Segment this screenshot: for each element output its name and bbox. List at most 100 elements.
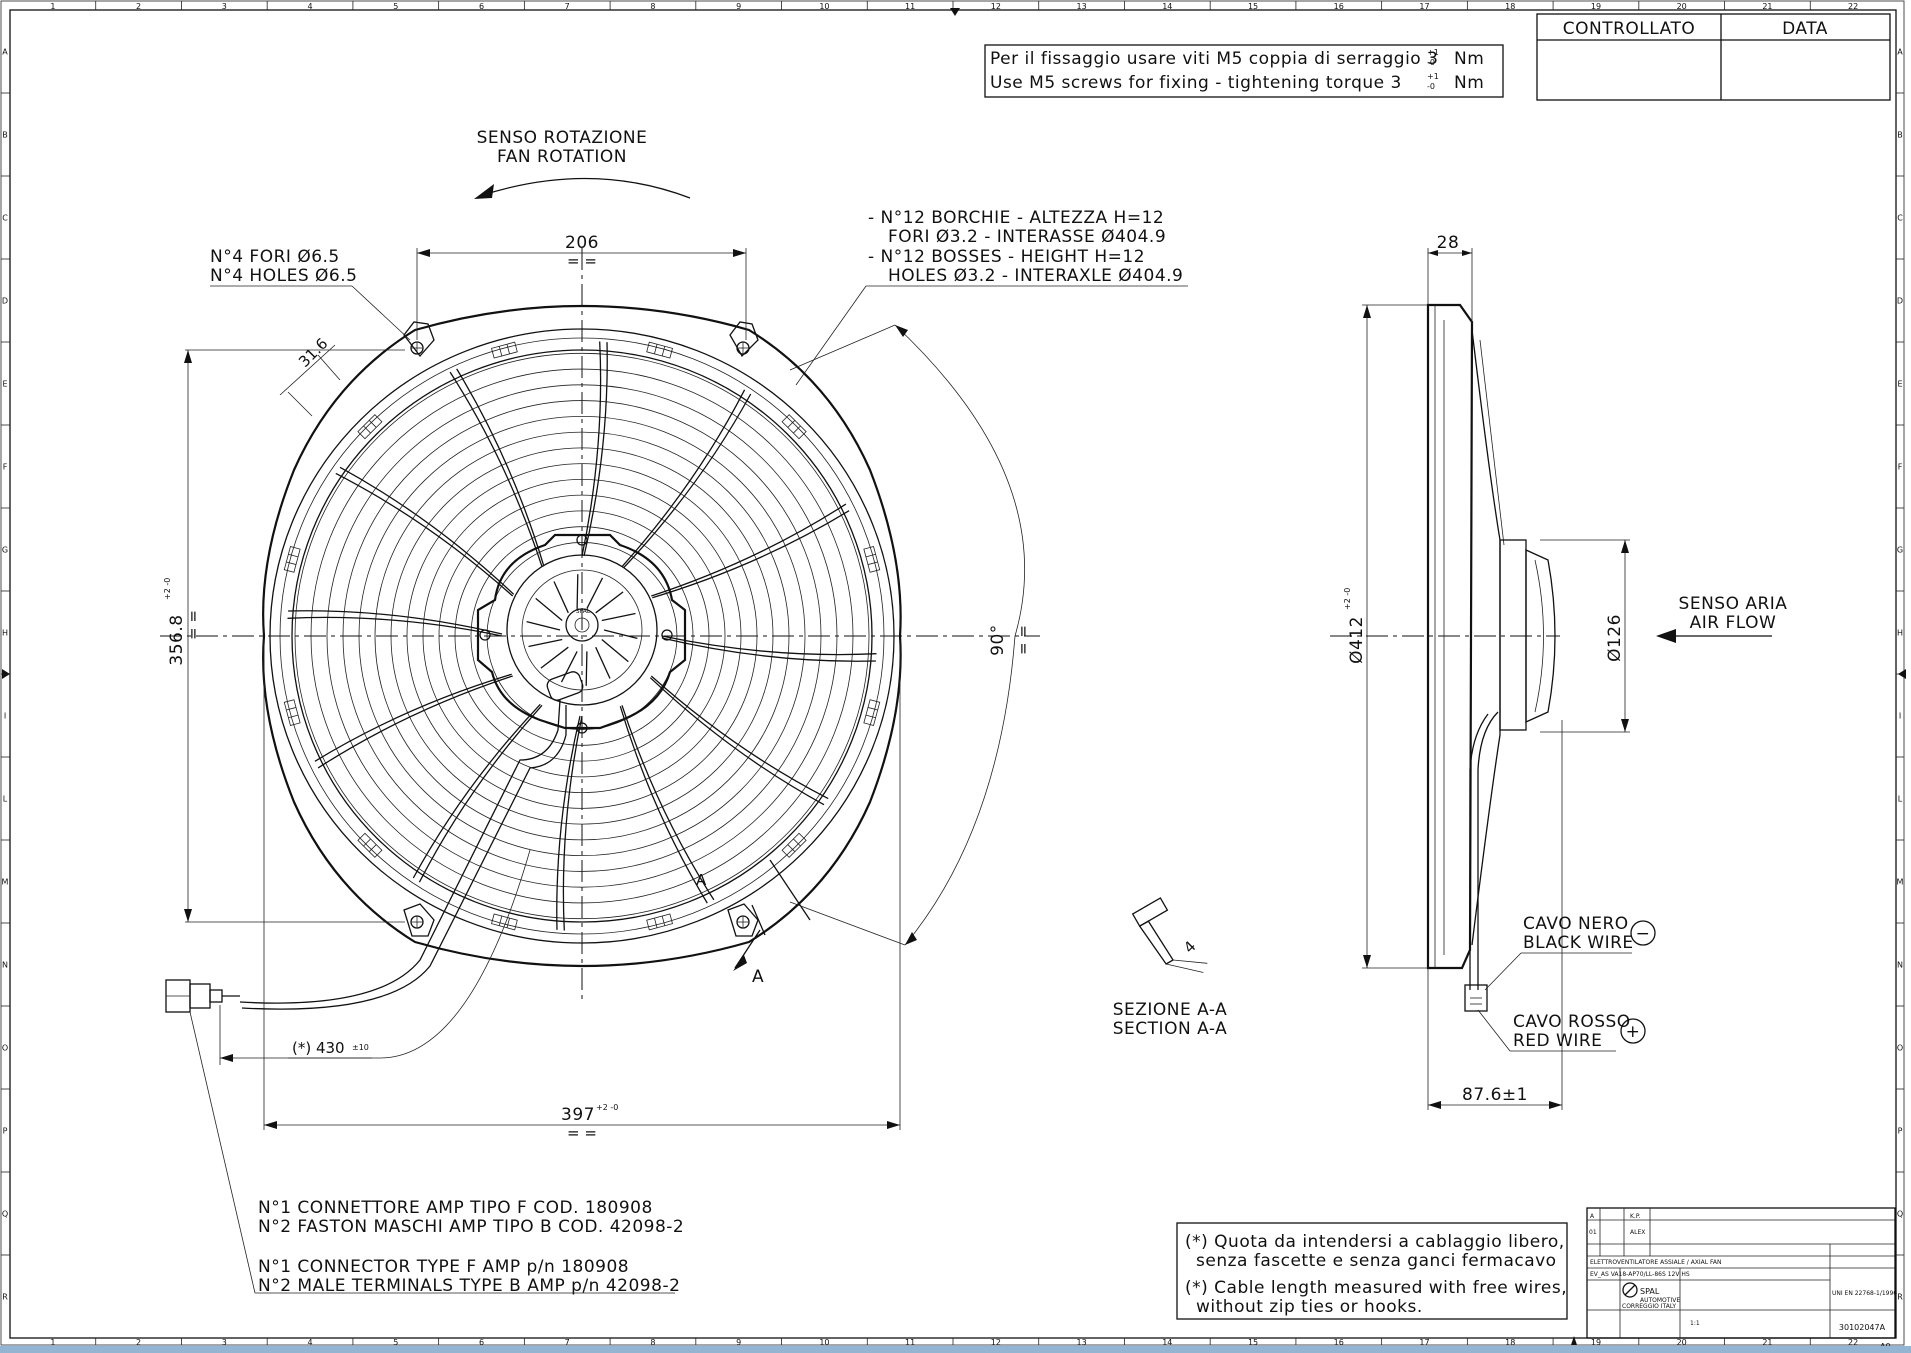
dim-angle: 90° [988, 624, 1008, 656]
connector-en-1: N°1 CONNECTOR TYPE F AMP p/n 180908 [258, 1257, 629, 1277]
grille-spoke [623, 393, 752, 569]
grille-ring [486, 542, 678, 730]
border-letter-right: C [1897, 214, 1903, 223]
svg-text:= =: = = [1014, 625, 1032, 655]
border-letter-right: D [1897, 297, 1903, 306]
perimeter-boss [283, 546, 301, 573]
grille-ring [422, 478, 742, 794]
rotation-arrow-icon [474, 184, 494, 199]
border-letter-left: P [3, 1127, 8, 1136]
border-letter-left: B [2, 131, 8, 140]
border-number-top: 15 [1248, 2, 1258, 11]
grille-ring [326, 384, 838, 888]
hub-center [565, 608, 599, 642]
air-flow-indicator: SENSO ARIA AIR FLOW [1656, 594, 1787, 643]
front-dimensions: 206 = = N°4 FORI Ø6.5 N°4 HOLES Ø6.5 31.… [163, 208, 1188, 1142]
section-marker-bottom: A [752, 967, 764, 987]
rotation-en: FAN ROTATION [497, 147, 627, 167]
svg-text:A: A [1590, 1213, 1595, 1220]
grille-spoke [418, 704, 543, 883]
title-block-company: SPAL [1640, 1287, 1660, 1296]
perimeter-boss [491, 913, 518, 931]
holes-note-it: N°4 FORI Ø6.5 [210, 247, 340, 267]
border-number-bottom: 19 [1591, 1338, 1601, 1347]
section-marker-grille: A [696, 871, 707, 889]
grille-spoke [335, 472, 514, 597]
title-block-scale: 1:1 [1690, 1320, 1700, 1327]
border-letter-left: F [3, 463, 8, 472]
svg-text:−: − [1636, 924, 1651, 944]
border-number-top: 5 [393, 2, 398, 11]
border-letter-left: G [2, 546, 8, 555]
grille-spoke [661, 635, 877, 656]
connector-notes: N°1 CONNETTORE AMP TIPO F COD. 180908 N°… [189, 1011, 684, 1296]
grille-spoke [621, 389, 746, 568]
grille-spoke [339, 466, 515, 595]
svg-text:UNI EN 22768-1/1996: UNI EN 22768-1/1996 [1832, 1290, 1897, 1297]
connector-en-2: N°2 MALE TERMINALS TYPE B AMP p/n 42098-… [258, 1276, 680, 1296]
svg-text:Nm: Nm [1454, 73, 1484, 93]
border-letter-left: R [2, 1293, 8, 1302]
section-it: SEZIONE A-A [1113, 1000, 1228, 1020]
grille-ring [454, 510, 710, 762]
bosses-note-l1: - N°12 BORCHIE - ALTEZZA H=12 [868, 208, 1164, 228]
side-view [1330, 303, 1560, 1012]
connector-it-2: N°2 FASTON MASCHI AMP TIPO B COD. 42098-… [258, 1217, 684, 1237]
border-letter-right: F [1898, 463, 1903, 472]
center-mark-top [950, 8, 960, 16]
wire-labels: CAVO NERO BLACK WIRE − CAVO ROSSO RED WI… [1477, 914, 1656, 1052]
grille-spoke [649, 677, 825, 806]
grille-ring [294, 352, 870, 920]
title-block: A 01 K.P. ALEX ELETTROVENTILATORE ASSIAL… [1586, 1207, 1897, 1339]
svg-text:+1: +1 [1427, 72, 1439, 81]
grille-spoke [288, 610, 503, 635]
hub-fin [585, 651, 588, 686]
border-letter-left: Q [2, 1210, 8, 1219]
perimeter-boss [863, 546, 881, 573]
svg-text:-0: -0 [1427, 58, 1435, 67]
border-number-bottom: 16 [1334, 1338, 1344, 1347]
border-number-top: 11 [905, 2, 915, 11]
mounting-holes [403, 321, 759, 937]
hub-fin [595, 591, 624, 614]
svg-text:ALEX: ALEX [1630, 1229, 1645, 1236]
border-number-bottom: 5 [393, 1338, 398, 1347]
perimeter-boss [491, 341, 518, 359]
border-letter-right: Q [1897, 1210, 1903, 1219]
fan-frame-outline [262, 304, 902, 968]
border-number-top: 19 [1591, 2, 1601, 11]
mounting-hole-top-left [403, 321, 435, 358]
cable-note: (*) Quota da intendersi a cablaggio libe… [1176, 1222, 1568, 1320]
border-number-top: 1 [50, 2, 55, 11]
shroud-ring-inner [279, 337, 885, 935]
border-letter-right: A [1897, 48, 1903, 57]
side-motor-body [1525, 548, 1556, 724]
border-number-bottom: 18 [1505, 1338, 1515, 1347]
perimeter-boss [283, 699, 301, 726]
rotation-it: SENSO ROTAZIONE [477, 128, 648, 148]
hub-ring [506, 554, 658, 706]
grille-ring [358, 415, 806, 857]
grille-ring [470, 526, 694, 746]
border-letter-right: H [1897, 629, 1903, 638]
border-letter-right: L [1898, 795, 1903, 804]
rotation-arc [479, 177, 691, 199]
hub-fin [601, 639, 629, 663]
front-view: SPAL A A [160, 248, 1040, 1013]
border-letter-right: M [1897, 878, 1904, 887]
grille-spokes [287, 341, 877, 931]
grille-spoke [317, 675, 513, 769]
hub-fin [576, 574, 579, 609]
bosses-leader [795, 285, 867, 386]
perimeter-bosses [283, 341, 881, 931]
title-block-code: EV_AS VA18-AP70/LL-86S 12V HS [1590, 1271, 1690, 1278]
svg-text:= =: = = [184, 610, 202, 640]
grille-spoke [661, 637, 876, 662]
center-mark-left [2, 669, 10, 679]
svg-text:= =: = = [567, 252, 597, 270]
side-motor-flange [1499, 539, 1527, 731]
svg-text:01: 01 [1589, 1229, 1597, 1236]
grille-spoke [581, 341, 602, 557]
border-number-top: 17 [1419, 2, 1429, 11]
